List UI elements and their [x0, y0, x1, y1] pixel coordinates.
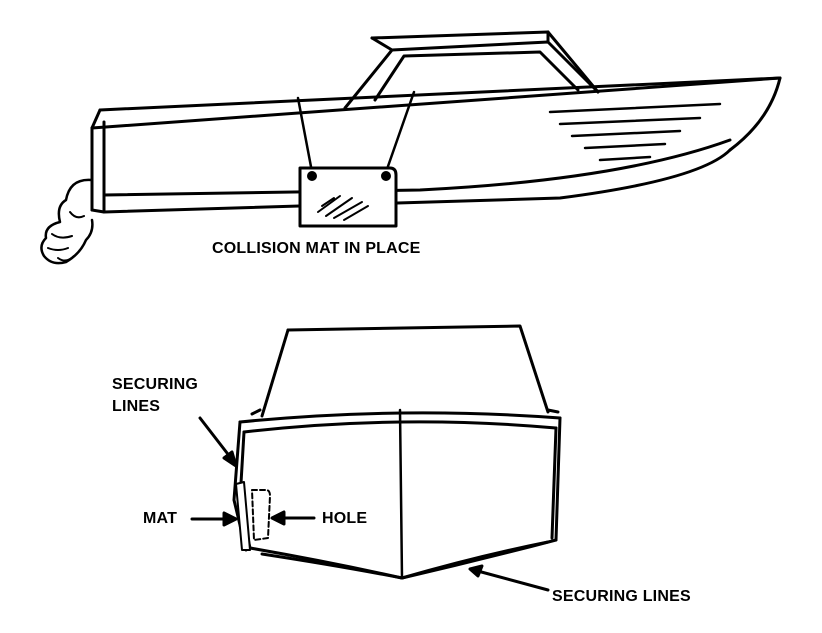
bow [728, 76, 782, 152]
hull-bottom [102, 148, 732, 214]
hull-side-right [554, 416, 562, 542]
caption-collision-mat: COLLISION MAT IN PLACE [212, 240, 421, 257]
boat-front-view [232, 324, 562, 580]
label-securing-lines-side-line2: LINES [112, 398, 161, 415]
label-arrows [190, 416, 550, 592]
label-hole: HOLE [322, 510, 368, 527]
outboard-motor [40, 178, 94, 265]
label-securing-lines-bottom: SECURING LINES [552, 588, 691, 605]
arrow-securing-bottom [472, 568, 550, 592]
front-cabin [286, 324, 550, 414]
boat-side-view [40, 30, 782, 265]
collision-mat [298, 166, 398, 228]
side-mat [235, 481, 251, 551]
stem [398, 408, 404, 580]
label-securing-lines-side-line1: SECURING [112, 376, 199, 393]
hull-gunwale [98, 76, 782, 112]
cabin [343, 40, 600, 110]
securing-line-left [296, 96, 314, 174]
label-mat: MAT [143, 510, 178, 527]
label-securing-lines-side: SECURING LINES [112, 374, 198, 418]
securing-line-right [384, 90, 416, 174]
side-hole [251, 489, 271, 541]
